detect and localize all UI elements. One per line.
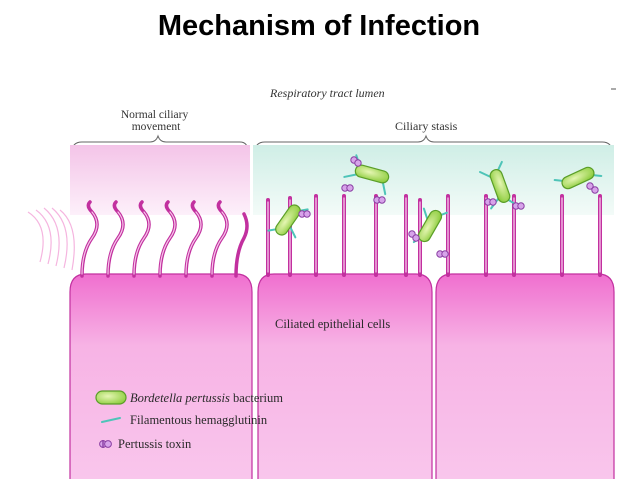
- normal-movement-label: Normal ciliary movement: [121, 109, 191, 133]
- normal-mucus-layer: [70, 145, 250, 215]
- bacterium-2: [343, 154, 390, 196]
- toxin-3: [341, 184, 354, 192]
- legend-bacterium-species: Bordetella pertussis: [130, 390, 230, 405]
- epithelial-cell-2: [257, 273, 433, 479]
- stasis-bracket: [254, 134, 613, 153]
- toxin-8: [512, 202, 525, 210]
- legend-row-bacterium: Bordetella pertussis bacterium: [94, 388, 283, 408]
- stasis-label: Ciliary stasis: [395, 119, 458, 133]
- epithelial-cells: [69, 273, 615, 479]
- toxin-5: [408, 230, 420, 242]
- toxin-7: [484, 198, 497, 206]
- epithelial-cell-3: [435, 273, 615, 479]
- lumen-label: Respiratory tract lumen: [269, 86, 385, 100]
- motion-lines: [27, 207, 75, 271]
- legend-bacterium-word: bacterium: [229, 390, 283, 405]
- toxin-4: [373, 196, 386, 204]
- toxin-9: [586, 182, 599, 194]
- bacterium-legend-icon: [94, 388, 130, 408]
- normal-cilia-inner: [81, 211, 228, 275]
- bacterium-5: [553, 166, 603, 190]
- legend-hemagglutinin-label: Filamentous hemagglutinin: [130, 412, 268, 427]
- normal-bracket: [71, 134, 249, 153]
- toxin-6: [436, 250, 449, 258]
- hemagglutinin-legend-icon: [94, 410, 130, 430]
- bacterium-4: [479, 160, 517, 210]
- toxin-1: [298, 210, 311, 218]
- legend-row-toxin: Pertussis toxin: [94, 434, 191, 454]
- toxin-2: [350, 156, 362, 167]
- cells-label: Ciliated epithelial cells: [275, 317, 390, 331]
- normal-movement-label-line1: Normal ciliary: [121, 109, 189, 121]
- legend-row-hemagglutinin: Filamentous hemagglutinin: [94, 410, 267, 430]
- legend-toxin-label: Pertussis toxin: [118, 436, 192, 451]
- toxin-legend-icon: [94, 434, 118, 454]
- normal-movement-label-line2: movement: [132, 121, 181, 133]
- slide-title: Mechanism of Infection: [157, 10, 481, 42]
